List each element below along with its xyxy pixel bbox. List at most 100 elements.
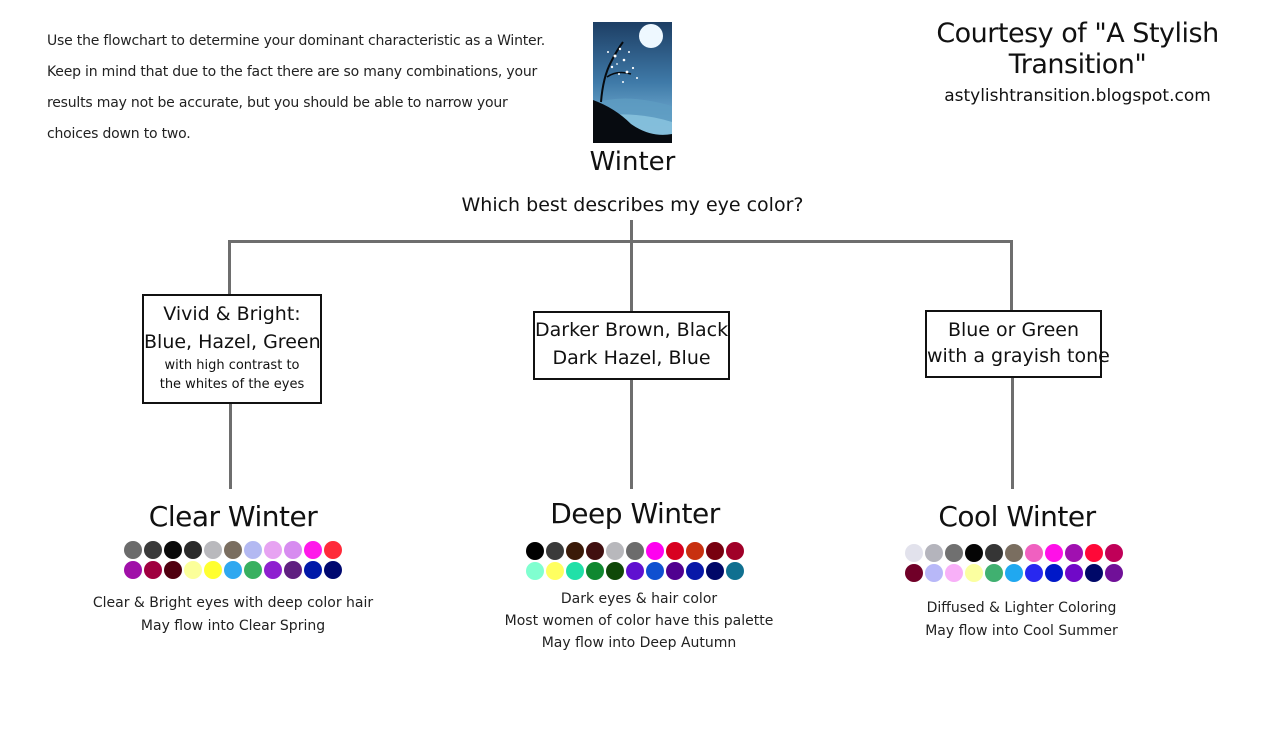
intro-line: Use the flowchart to determine your domi…: [47, 33, 545, 49]
color-swatch: [985, 564, 1003, 582]
intro-text: Use the flowchart to determine your domi…: [47, 26, 545, 150]
connector-line: [630, 379, 633, 489]
color-swatch: [1005, 544, 1023, 562]
color-swatch: [965, 564, 983, 582]
color-swatch: [666, 562, 684, 580]
color-swatch: [244, 541, 262, 559]
intro-line: results may not be accurate, but you sho…: [47, 95, 508, 111]
winter-landscape-image: [593, 22, 672, 143]
color-swatch: [646, 562, 664, 580]
connector-line: [630, 220, 633, 242]
color-swatch: [945, 564, 963, 582]
color-swatch: [1045, 564, 1063, 582]
connector-line: [228, 240, 1013, 243]
color-swatch: [1085, 564, 1103, 582]
courtesy-title: Courtesy of "A Stylish Transition": [936, 18, 1219, 80]
color-swatch: [566, 542, 584, 560]
desc-line: Most women of color have this palette: [504, 613, 774, 629]
color-swatch: [606, 542, 624, 560]
color-swatch: [1065, 544, 1083, 562]
deep-winter-palette: [525, 541, 745, 581]
box-small-line: the whites of the eyes: [159, 377, 305, 392]
color-swatch: [905, 544, 923, 562]
box-line: Blue, Hazel, Green: [144, 331, 321, 353]
color-swatch: [566, 562, 584, 580]
color-swatch: [586, 542, 604, 560]
connector-line: [630, 240, 633, 312]
color-swatch: [686, 562, 704, 580]
color-swatch: [244, 561, 262, 579]
eye-color-question: Which best describes my eye color?: [461, 194, 804, 216]
color-swatch: [1025, 564, 1043, 582]
color-swatch: [726, 542, 744, 560]
clear-winter-description: Clear & Bright eyes with deep color hair…: [83, 592, 383, 638]
deep-winter-title: Deep Winter: [550, 497, 720, 530]
intro-line: Keep in mind that due to the fact there …: [47, 64, 538, 80]
courtesy-url: astylishtransition.blogspot.com: [944, 86, 1211, 106]
connector-line: [229, 403, 232, 489]
box-line: Vivid & Bright:: [163, 303, 301, 325]
color-swatch: [324, 541, 342, 559]
color-swatch: [526, 542, 544, 560]
color-swatch: [546, 542, 564, 560]
color-swatch: [1105, 564, 1123, 582]
color-swatch: [304, 561, 322, 579]
color-swatch: [646, 542, 664, 560]
color-swatch: [905, 564, 923, 582]
color-swatch: [224, 541, 242, 559]
color-swatch: [224, 561, 242, 579]
box-line: Darker Brown, Black: [535, 319, 729, 341]
box-line: Blue or Green: [947, 319, 1080, 341]
color-swatch: [204, 561, 222, 579]
color-swatch: [184, 541, 202, 559]
desc-line: May flow into Cool Summer: [925, 623, 1118, 639]
color-swatch: [925, 564, 943, 582]
desc-line: Diffused & Lighter Coloring: [926, 600, 1117, 616]
color-swatch: [1005, 564, 1023, 582]
color-swatch: [686, 542, 704, 560]
color-swatch: [204, 541, 222, 559]
clear-winter-title: Clear Winter: [148, 500, 318, 533]
color-swatch: [164, 541, 182, 559]
desc-line: May flow into Deep Autumn: [541, 635, 737, 651]
color-swatch: [985, 544, 1003, 562]
color-swatch: [1085, 544, 1103, 562]
color-swatch: [144, 541, 162, 559]
color-swatch: [626, 562, 644, 580]
color-swatch: [124, 561, 142, 579]
connector-line: [1010, 240, 1013, 312]
intro-line: choices down to two.: [47, 126, 191, 142]
color-swatch: [706, 542, 724, 560]
cool-winter-palette: [904, 543, 1124, 583]
color-swatch: [526, 562, 544, 580]
color-swatch: [586, 562, 604, 580]
color-swatch: [666, 542, 684, 560]
cool-winter-title: Cool Winter: [938, 500, 1096, 533]
color-swatch: [284, 541, 302, 559]
deep-winter-description: Dark eyes & hair color Most women of col…: [494, 588, 784, 654]
color-swatch: [925, 544, 943, 562]
color-swatch: [304, 541, 322, 559]
color-swatch: [144, 561, 162, 579]
color-swatch: [1045, 544, 1063, 562]
cool-winter-description: Diffused & Lighter Coloring May flow int…: [890, 597, 1153, 643]
color-swatch: [706, 562, 724, 580]
winter-title: Winter: [589, 147, 676, 177]
color-swatch: [184, 561, 202, 579]
connector-line: [228, 240, 231, 296]
color-swatch: [164, 561, 182, 579]
color-swatch: [264, 541, 282, 559]
color-swatch: [284, 561, 302, 579]
courtesy-block: Courtesy of "A Stylish Transition" astyl…: [880, 18, 1275, 106]
desc-line: Dark eyes & hair color: [560, 591, 718, 607]
connector-line: [1011, 377, 1014, 489]
color-swatch: [626, 542, 644, 560]
clear-eyes-box: Vivid & Bright: Blue, Hazel, Green with …: [142, 294, 322, 404]
color-swatch: [1065, 564, 1083, 582]
color-swatch: [726, 562, 744, 580]
box-small-line: with high contrast to: [164, 358, 300, 373]
color-swatch: [1105, 544, 1123, 562]
deep-eyes-box: Darker Brown, Black Dark Hazel, Blue: [533, 311, 730, 380]
color-swatch: [546, 562, 564, 580]
color-swatch: [264, 561, 282, 579]
